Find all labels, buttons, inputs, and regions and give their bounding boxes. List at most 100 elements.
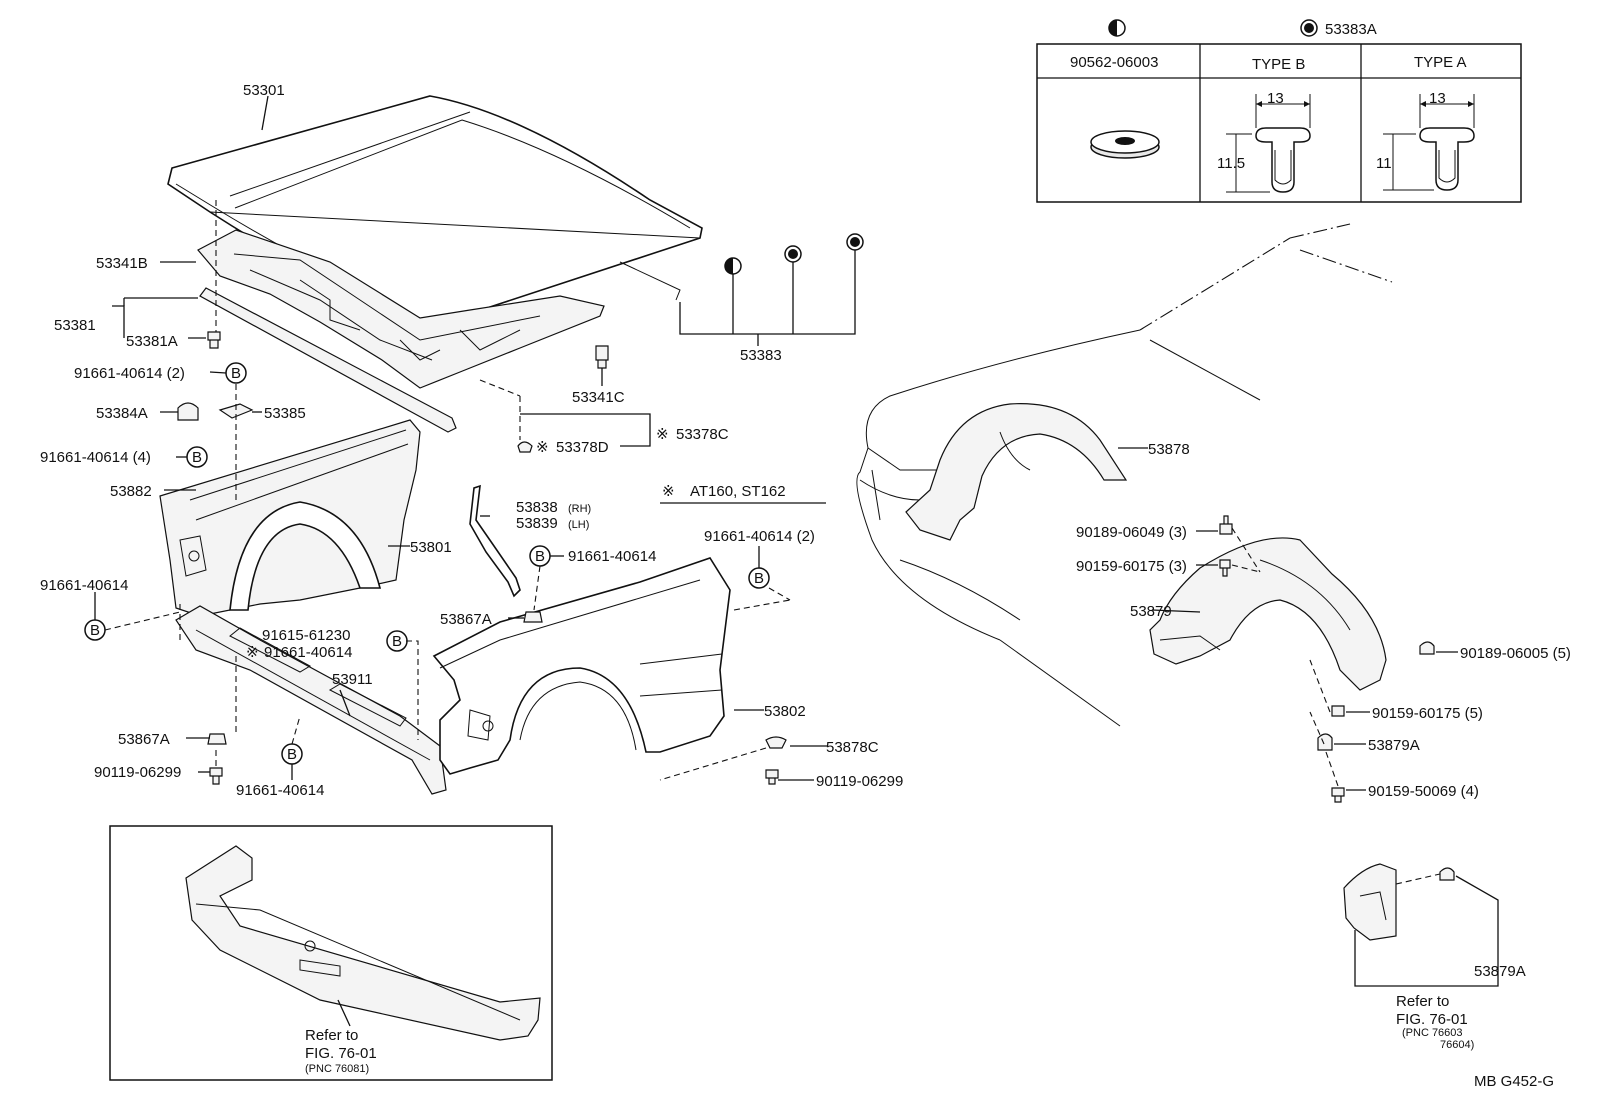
- hood-seal: [199, 287, 457, 433]
- label-53878C: 53878C: [826, 739, 879, 756]
- ref-left-line1: Refer to: [305, 1027, 358, 1044]
- lower-support-bracket: [175, 605, 447, 795]
- clip-typeb-icon: [1226, 94, 1311, 193]
- label-91615-61230: 91615-61230: [262, 627, 350, 644]
- label-53867A-mid: 53867A: [440, 611, 492, 628]
- nut-53867A-low: [207, 733, 227, 745]
- label-53381A: 53381A: [126, 333, 178, 350]
- typeb-height: 11.5: [1217, 155, 1245, 172]
- screw-90189-06005: [1419, 641, 1435, 655]
- clip-53878C: [765, 736, 787, 749]
- svg-text:B: B: [392, 633, 402, 650]
- clip-53341C: [595, 345, 609, 369]
- drawing-code: MB G452-G: [1474, 1073, 1554, 1090]
- label-53301: 53301: [243, 82, 285, 99]
- ref-left-line3: (PNC 76081): [305, 1063, 369, 1075]
- ref-right-line2: FIG. 76-01: [1396, 1011, 1468, 1028]
- clip-53381A: [207, 331, 221, 349]
- label-90119-06299-left: 90119-06299: [94, 764, 181, 781]
- half-circle-symbol: [724, 257, 742, 275]
- car-body-outline: [856, 223, 1393, 727]
- label-90189-06049: 90189-06049 (3): [1076, 524, 1187, 541]
- label-91661-40614-2a: 91661-40614 (2): [74, 365, 185, 382]
- svg-text:B: B: [90, 622, 100, 639]
- fender-apron: [159, 419, 421, 617]
- svg-text:B: B: [754, 570, 764, 587]
- label-53867A-low: 53867A: [118, 731, 170, 748]
- label-53384A: 53384A: [96, 405, 148, 422]
- nut-53867A-mid: [523, 611, 543, 623]
- clip-typea-icon: [1383, 94, 1475, 191]
- ref-right-line4: 76604): [1440, 1039, 1474, 1051]
- label-91661-40614-2b: 91661-40614 (2): [704, 528, 815, 545]
- svg-text:B: B: [535, 548, 545, 565]
- full-circle-symbol: [846, 233, 864, 251]
- typea-width: 13: [1429, 90, 1446, 107]
- label-91661-40614-left: 91661-40614: [40, 577, 128, 594]
- legend-col-typeb: TYPE B: [1252, 56, 1305, 73]
- screw-90159-60175-5: [1331, 705, 1345, 717]
- reference-box-left: [109, 825, 553, 1081]
- label-53383: 53383: [740, 347, 782, 364]
- star-symbol: ※: [656, 426, 669, 443]
- full-circle-symbol: [784, 245, 802, 263]
- clip-53879A: [1317, 733, 1333, 751]
- svg-text:B: B: [287, 746, 297, 763]
- front-fender: [432, 557, 731, 775]
- label-91661-40614-mid: 91661-40614: [568, 548, 656, 565]
- hood-inner-panel: [197, 229, 681, 389]
- model-note: AT160, ST162: [690, 483, 786, 500]
- label-91661-40614-star: 91661-40614: [264, 644, 352, 661]
- label-53879A-upper: 53879A: [1368, 737, 1420, 754]
- hood-stay-bracket: [469, 484, 521, 598]
- typeb-width: 13: [1267, 90, 1284, 107]
- label-90159-60175-5: 90159-60175 (5): [1372, 705, 1483, 722]
- label-53878: 53878: [1148, 441, 1190, 458]
- callout-labels: 53301 53341B 53381 53381A 91661-40614 (2…: [40, 82, 1571, 1090]
- label-53839: 53839: [516, 515, 558, 532]
- label-90159-50069: 90159-50069 (4): [1368, 783, 1479, 800]
- clip-53378D: [517, 441, 533, 453]
- label-90119-06299-right: 90119-06299: [816, 773, 903, 790]
- leader-lines: [94, 95, 1499, 987]
- label-53879A-lower: 53879A: [1474, 963, 1526, 980]
- clip-53385: [218, 403, 254, 419]
- legend-53383A-label: 53383A: [1325, 21, 1377, 38]
- b-symbol: B: [186, 446, 208, 468]
- star-symbol: ※: [662, 483, 675, 500]
- legend-col-typea: TYPE A: [1414, 54, 1467, 71]
- hood-panel: [167, 95, 703, 331]
- svg-text:B: B: [231, 365, 241, 382]
- label-53341C: 53341C: [572, 389, 625, 406]
- label-53381: 53381: [54, 317, 96, 334]
- label-91661-40614-bottom: 91661-40614: [236, 782, 324, 799]
- label-53838-rh: (RH): [568, 503, 591, 515]
- b-symbol: B: [281, 743, 303, 765]
- ref-right-line3: (PNC 76603: [1402, 1027, 1463, 1039]
- label-91661-40614-4: 91661-40614 (4): [40, 449, 151, 466]
- b-symbol: B: [84, 619, 106, 641]
- half-circle-symbol: [1108, 19, 1126, 37]
- screw-90189-06049: [1219, 515, 1233, 535]
- label-90189-06005: 90189-06005 (5): [1460, 645, 1571, 662]
- full-circle-symbol: [1300, 19, 1318, 37]
- washer-icon: [1090, 130, 1160, 159]
- screw-90159-60175-3: [1219, 559, 1231, 577]
- b-symbol: B: [386, 630, 408, 652]
- typea-height: 11: [1376, 155, 1392, 172]
- label-53378D: 53378D: [556, 439, 609, 456]
- label-53341B: 53341B: [96, 255, 148, 272]
- b-symbol: B: [748, 567, 770, 589]
- ref-right-line1: Refer to: [1396, 993, 1449, 1010]
- label-53385: 53385: [264, 405, 306, 422]
- svg-text:B: B: [192, 449, 202, 466]
- fender-liner-53879: [1149, 537, 1387, 691]
- label-53839-lh: (LH): [568, 519, 589, 531]
- clip-53384A: [177, 402, 199, 421]
- bolt-90119-left: [209, 767, 223, 785]
- b-symbol: B: [225, 362, 247, 384]
- screw-90159-50069: [1331, 787, 1345, 803]
- legend-col-90562: 90562-06003: [1070, 54, 1158, 71]
- clip-mudguard: [1439, 867, 1455, 881]
- label-90159-60175-3: 90159-60175 (3): [1076, 558, 1187, 575]
